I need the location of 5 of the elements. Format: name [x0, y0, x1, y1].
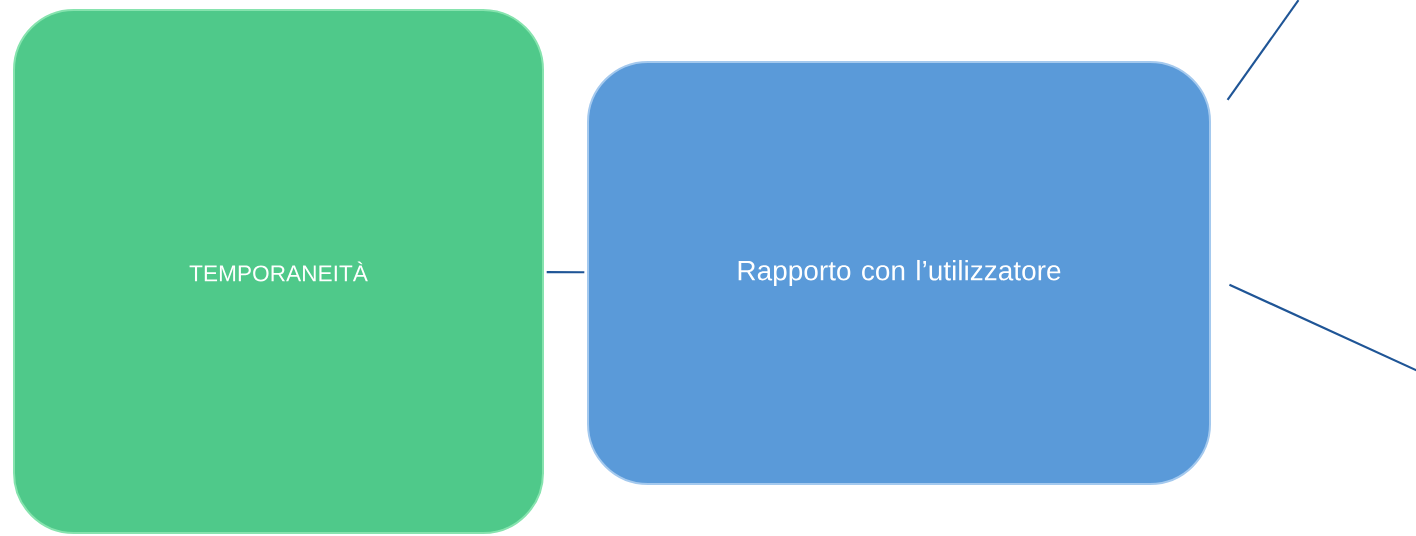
rounded-box: TEMPORANEITÀ [13, 9, 544, 534]
connector-line [1226, 0, 1300, 101]
connector-line [546, 271, 585, 274]
rounded-box: Rapporto con l’utilizzatore [587, 61, 1211, 485]
connector-line [1229, 283, 1416, 372]
